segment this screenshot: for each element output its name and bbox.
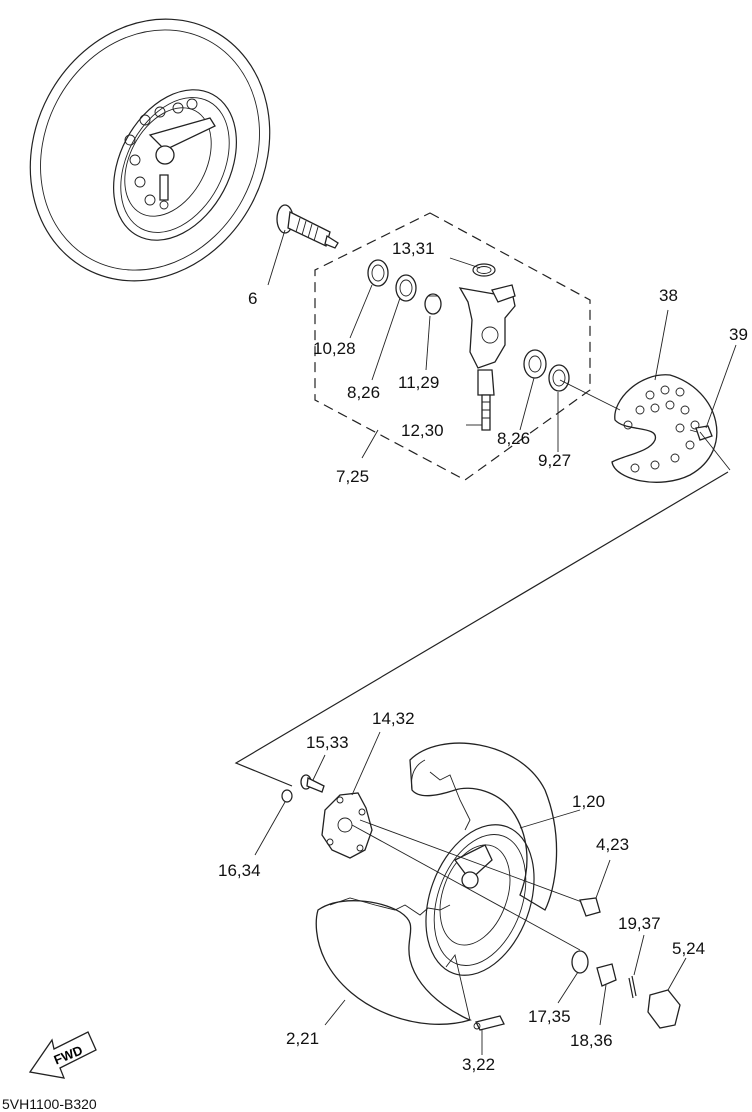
assembly-connector-line	[234, 471, 729, 787]
callout-2-21: 2,21	[286, 1029, 320, 1048]
callout-39: 39	[729, 325, 748, 344]
callout-4-23: 4,23	[596, 835, 630, 854]
steering-knuckle-part	[458, 284, 516, 431]
callout-1-20: 1,20	[572, 792, 606, 811]
callout-9-27: 9,27	[538, 451, 572, 470]
castle-nut-part	[596, 963, 617, 987]
callout-19-37: 19,37	[618, 914, 661, 933]
callout-8-26-left: 8,26	[347, 383, 381, 402]
callout-6: 6	[248, 289, 258, 308]
seal-part-outer	[548, 364, 570, 392]
bearing-part-upper	[395, 274, 417, 302]
assembled-wheel-illustration	[29, 18, 271, 282]
callout-10-28: 10,28	[313, 339, 356, 358]
callout-14-32: 14,32	[372, 709, 415, 728]
brake-disc-part	[611, 374, 718, 483]
knuckle-assembly-group-box	[314, 212, 591, 481]
callout-16-34: 16,34	[218, 861, 261, 880]
o-ring-part	[281, 789, 293, 803]
hub-bolt-part	[300, 774, 325, 793]
axle-center-line	[351, 824, 581, 951]
callout-13-31: 13,31	[392, 239, 435, 258]
document-code: 5VH1100-B320	[2, 1096, 97, 1112]
disc-bolt-part	[689, 425, 713, 441]
callout-leader-lines	[254, 229, 737, 1055]
hub-flange-part	[321, 792, 373, 859]
axle-shaft-part	[276, 204, 339, 249]
callout-8-26-right: 8,26	[497, 429, 531, 448]
oil-seal-part	[367, 259, 389, 287]
callout-3-22: 3,22	[462, 1055, 496, 1074]
bearing-part-lower	[523, 349, 547, 379]
cotter-pin-part	[628, 975, 637, 999]
wheel-nut-part	[579, 897, 601, 917]
tire-front-half	[315, 897, 472, 1025]
tire-rear-half	[409, 742, 558, 911]
hub-cap-part	[647, 989, 681, 1029]
wheel-rim-part	[425, 824, 535, 976]
callout-12-30: 12,30	[401, 421, 444, 440]
callout-5-24: 5,24	[672, 939, 706, 958]
callout-11-29: 11,29	[398, 373, 440, 392]
callout-18-36: 18,36	[570, 1031, 613, 1050]
washer-part	[571, 950, 589, 974]
tire-valve-part	[473, 1015, 505, 1031]
circlip-part	[472, 263, 496, 277]
callout-17-35: 17,35	[528, 1007, 571, 1026]
callout-7-25: 7,25	[336, 467, 370, 486]
callout-15-33: 15,33	[306, 733, 349, 752]
collar-part	[424, 293, 442, 315]
callout-38: 38	[659, 286, 678, 305]
forward-direction-arrow: FWD	[28, 1031, 97, 1079]
